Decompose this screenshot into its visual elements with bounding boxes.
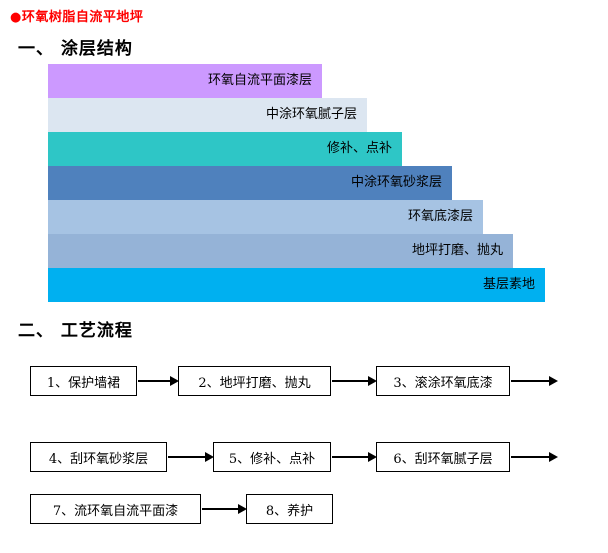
layer-bar-mortar: 中涂环氧砂浆层 [48,166,452,200]
layer-bar-substrate: 基层素地 [48,268,545,302]
layer-bar-repair: 修补、点补 [48,132,402,166]
flow-step-box-3: 3、滚涂环氧底漆 [376,366,510,396]
flow-step-label: 2、地坪打磨、抛丸 [198,375,311,391]
layer-bar-primer: 环氧底漆层 [48,200,483,234]
bullet-icon: ● [10,10,22,25]
flow-arrow-trailing [511,380,556,382]
flow-step-box-6: 6、刮环氧腻子层 [376,442,510,472]
flow-step-label: 4、刮环氧砂浆层 [48,451,149,467]
coating-layer-diagram: 环氧自流平面漆层 中涂环氧腻子层 修补、点补 中涂环氧砂浆层 环氧底漆层 地坪打… [48,64,545,302]
layer-label: 环氧底漆层 [407,209,473,224]
coating-section-heading: 一、 涂层结构 [18,39,133,59]
layer-label: 中涂环氧腻子层 [265,107,357,122]
flow-step-label: 5、修补、点补 [228,451,316,467]
flow-step-label: 3、滚涂环氧底漆 [393,375,493,391]
flow-arrow [168,456,212,458]
flow-step-box-2: 2、地坪打磨、抛丸 [178,366,331,396]
flow-step-box-1: 1、保护墙裙 [30,366,137,396]
flow-arrow [332,380,375,382]
flow-step-box-4: 4、刮环氧砂浆层 [30,442,167,472]
flow-step-box-7: 7、流环氧自流平面漆 [30,494,201,524]
flow-arrow [202,508,245,510]
flow-step-label: 6、刮环氧腻子层 [393,451,493,467]
layer-bar-putty: 中涂环氧腻子层 [48,98,367,132]
layer-bar-grinding: 地坪打磨、抛丸 [48,234,513,268]
flow-step-label: 1、保护墙裙 [46,375,121,391]
flow-step-box-5: 5、修补、点补 [213,442,331,472]
layer-bar-topcoat: 环氧自流平面漆层 [48,64,322,98]
flow-arrow-trailing [511,456,556,458]
layer-label: 环氧自流平面漆层 [207,73,312,88]
layer-label: 中涂环氧砂浆层 [350,175,442,190]
flow-step-label: 7、流环氧自流平面漆 [52,503,179,519]
flow-arrow [138,380,177,382]
doc-title-text: 环氧树脂自流平地坪 [21,10,144,25]
flow-step-label: 8、养护 [265,503,314,519]
process-section-heading: 二、 工艺流程 [18,321,133,341]
doc-title: ●环氧树脂自流平地坪 [10,6,143,25]
flow-step-box-8: 8、养护 [246,494,333,524]
flow-arrow [332,456,375,458]
layer-label: 基层素地 [482,277,535,292]
layer-label: 地坪打磨、抛丸 [411,243,503,258]
layer-label: 修补、点补 [326,141,392,156]
